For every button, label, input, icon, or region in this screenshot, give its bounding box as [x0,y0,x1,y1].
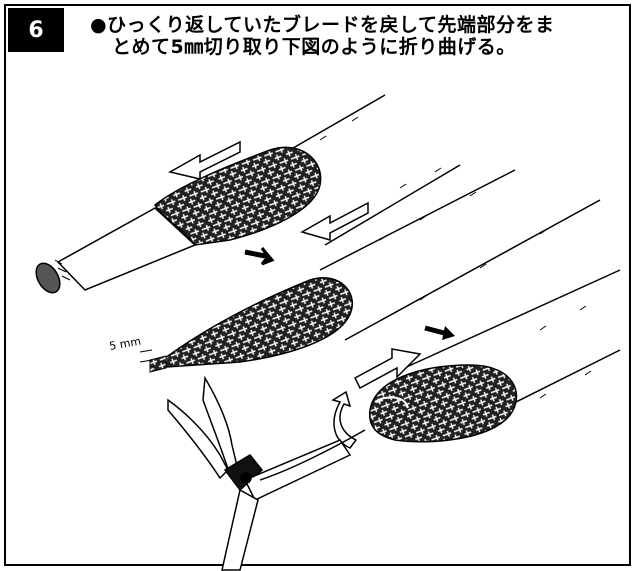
cable-1 [35,94,461,294]
cable-2 [149,169,601,373]
cable-3 [368,269,621,443]
conductor-end [35,262,61,294]
braid-sleeve-2 [149,277,354,369]
dimension-label: 5 mm [108,335,142,353]
instruction-panel: 6 ●ひっくり返していたブレードを戻して先端部分をま とめて5㎜切り取り下図のよ… [4,4,631,566]
arrow-right-outline [354,348,422,390]
instruction-line-1: ●ひっくり返していたブレードを戻して先端部分をま [90,14,555,36]
instruction-line-2: とめて5㎜切り取り下図のように折り曲げる。 [112,36,516,58]
cutting-pliers [167,375,366,571]
instruction-text: ●ひっくり返していたブレードを戻して先端部分をま とめて5㎜切り取り下図のように… [90,14,554,58]
step-number-badge: 6 [8,8,64,52]
braid-sleeve-1 [153,146,322,246]
braid-folded [368,364,518,443]
curved-arrow-up [331,390,358,449]
arrow-left-outline-2 [300,201,369,241]
arrow-left-outline-1 [167,140,241,180]
